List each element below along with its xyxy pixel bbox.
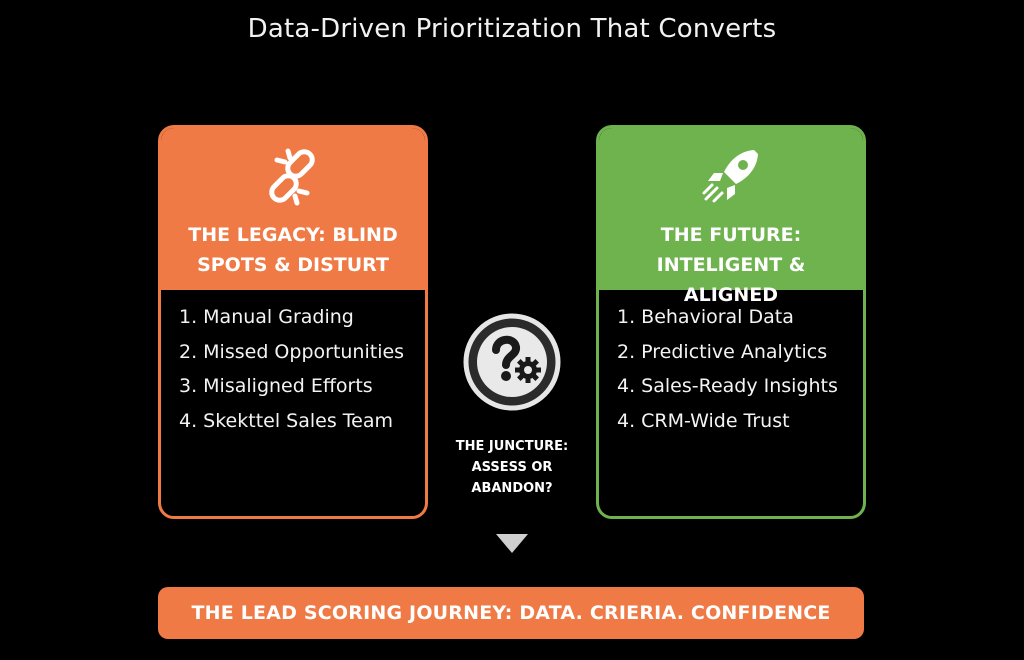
list-item: 1. Behavioral Data [617,306,794,328]
legacy-card-title: THE LEGACY: BLIND SPOTS & DISTURT [188,224,398,276]
list-item: 2. Predictive Analytics [617,340,828,363]
legacy-list: 1. Manual Grading 2. Missed Opportunitie… [161,290,425,438]
list-item: 4. CRM-Wide Trust [617,409,790,432]
legacy-card: THE LEGACY: BLIND SPOTS & DISTURT 1. Man… [158,125,428,519]
rocket-icon [696,142,766,216]
down-arrow-icon [496,534,528,558]
future-card-header: THE FUTURE: INTELIGENT & ALIGNED [599,128,863,306]
list-item: 2. Missed Opportunities [179,340,405,363]
journey-banner: THE LEAD SCORING JOURNEY: DATA. CRIERIA.… [158,587,864,639]
journey-banner-text: THE LEAD SCORING JOURNEY: DATA. CRIERIA.… [191,602,831,624]
question-gear-icon [462,312,562,416]
legacy-card-header: THE LEGACY: BLIND SPOTS & DISTURT [161,128,425,290]
future-card: THE FUTURE: INTELIGENT & ALIGNED 1. Beha… [596,125,866,519]
list-item: 3. Misaligned Efforts [179,375,373,397]
list-item: 1. Manual Grading [179,306,354,328]
page-title: Data-Driven Prioritization That Converts [247,14,777,44]
broken-link-icon [258,142,328,216]
future-card-title: THE FUTURE: INTELIGENT & ALIGNED [656,224,806,306]
future-list: 1. Behavioral Data 2. Predictive Analyti… [599,290,863,438]
list-item: 4. Sales-Ready Insights [617,375,838,397]
list-item: 4. Skekttel Sales Team [179,409,393,432]
junction-label: THE JUNCTURE: ASSESS OR ABANDON? [455,439,569,496]
